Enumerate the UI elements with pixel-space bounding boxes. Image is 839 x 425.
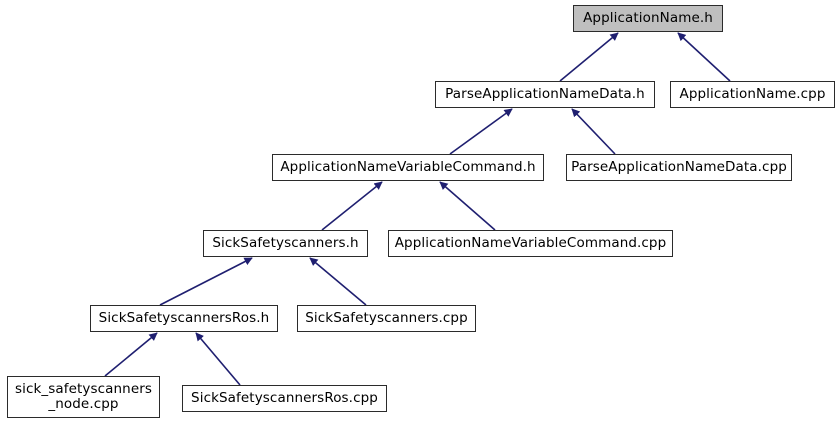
graph-node-label: SickSafetyscannersRos.cpp: [191, 390, 378, 406]
graph-node-label: ApplicationName.cpp: [679, 86, 826, 102]
graph-node-label: ParseApplicationNameData.h: [445, 86, 645, 102]
graph-edge-sick-safetyscanners-cpp-to-sick-safetyscanners-h: [309, 257, 367, 306]
graph-node-parse-application-name-data-h[interactable]: ParseApplicationNameData.h: [435, 81, 655, 108]
graph-node-application-name-h[interactable]: ApplicationName.h: [573, 5, 723, 32]
graph-edge-sick-safetyscanners-h-to-application-name-variable-command-h: [321, 181, 383, 231]
graph-node-application-name-variable-command-cpp[interactable]: ApplicationNameVariableCommand.cpp: [388, 230, 673, 257]
graph-node-application-name-cpp[interactable]: ApplicationName.cpp: [670, 81, 835, 108]
graph-node-sick-safetyscanners-h[interactable]: SickSafetyscanners.h: [203, 230, 368, 257]
graph-node-label: ApplicationNameVariableCommand.h: [280, 159, 536, 175]
graph-edge-sick-safetyscanners-ros-h-to-sick-safetyscanners-h: [159, 257, 253, 306]
graph-node-sick-safetyscanners-ros-cpp[interactable]: SickSafetyscannersRos.cpp: [182, 385, 387, 412]
graph-edge-parse-application-name-data-h-to-application-name-h: [559, 32, 619, 82]
graph-node-label: ParseApplicationNameData.cpp: [571, 159, 787, 175]
graph-node-sick-safetyscanners-cpp[interactable]: SickSafetyscanners.cpp: [297, 305, 476, 332]
graph-node-parse-application-name-data-cpp[interactable]: ParseApplicationNameData.cpp: [566, 154, 792, 181]
graph-node-label: sick_safetyscanners _node.cpp: [14, 381, 153, 412]
graph-node-label: SickSafetyscanners.cpp: [305, 310, 468, 326]
graph-edge-application-name-variable-command-cpp-to-application-name-variable-command-h: [439, 181, 496, 231]
graph-node-sick-safetyscanners-ros-h[interactable]: SickSafetyscannersRos.h: [90, 305, 278, 332]
graph-node-sick-safetyscanners-node-cpp[interactable]: sick_safetyscanners _node.cpp: [7, 376, 160, 418]
graph-node-label: SickSafetyscanners.h: [212, 235, 359, 251]
graph-node-label: ApplicationNameVariableCommand.cpp: [394, 235, 667, 251]
graph-edge-sick-safetyscanners-node-cpp-to-sick-safetyscanners-ros-h: [104, 332, 158, 377]
graph-edge-sick-safetyscanners-ros-cpp-to-sick-safetyscanners-ros-h: [195, 332, 241, 386]
graph-node-label: ApplicationName.h: [583, 10, 713, 26]
graph-edge-parse-application-name-data-cpp-to-parse-application-name-data-h: [571, 108, 616, 155]
graph-edge-application-name-variable-command-h-to-parse-application-name-data-h: [449, 108, 513, 155]
graph-edge-application-name-cpp-to-application-name-h: [677, 32, 731, 82]
graph-node-application-name-variable-command-h[interactable]: ApplicationNameVariableCommand.h: [272, 154, 544, 181]
graph-node-label: SickSafetyscannersRos.h: [98, 310, 270, 326]
